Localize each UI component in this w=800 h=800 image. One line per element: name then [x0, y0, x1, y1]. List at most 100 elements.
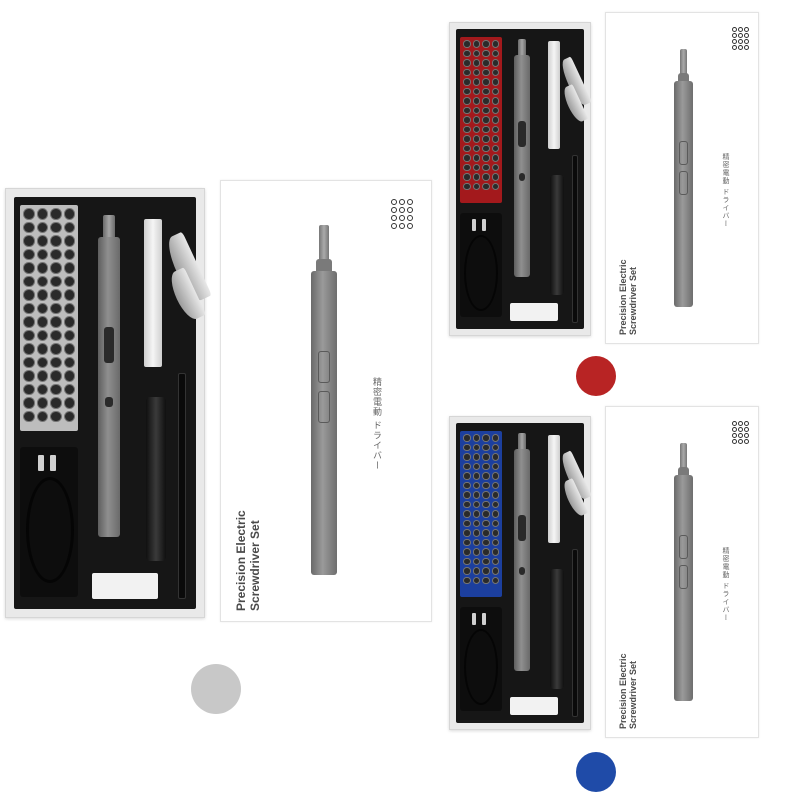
tweezer	[178, 373, 186, 599]
screwdriver-bit	[23, 302, 35, 314]
screwdriver-bit	[472, 144, 480, 152]
screwdriver-bit	[472, 576, 480, 584]
screwdriver-bit	[472, 87, 480, 95]
feature-icons	[732, 27, 749, 50]
screwdriver-bit	[50, 397, 62, 409]
japanese-label: 精密電動 ドライバー	[720, 153, 730, 228]
screwdriver-bit	[23, 235, 35, 247]
screwdriver-bit	[491, 548, 499, 556]
screwdriver-bit	[63, 397, 75, 409]
electric-screwdriver	[514, 449, 530, 671]
bit-holder	[20, 205, 78, 431]
screwdriver-bit	[23, 221, 35, 233]
screwdriver-bit	[463, 173, 471, 181]
cable-plug	[482, 219, 486, 231]
japanese-label: 精密電動 ドライバー	[371, 377, 384, 471]
magnetizer-block	[510, 697, 558, 715]
lid-screwdriver-tip	[680, 49, 687, 75]
screwdriver-bit	[23, 370, 35, 382]
screwdriver-bit	[482, 538, 490, 546]
screwdriver-bit	[482, 519, 490, 527]
screwdriver-bit	[491, 491, 499, 499]
extension-rod	[550, 175, 564, 295]
screwdriver-bit	[491, 434, 499, 442]
screwdriver-bit	[482, 68, 490, 76]
screwdriver-bit	[482, 510, 490, 518]
screwdriver-bit	[472, 135, 480, 143]
screwdriver-bit	[491, 538, 499, 546]
screwdriver-bit	[472, 462, 480, 470]
screwdriver-bit	[491, 59, 499, 67]
screwdriver-bit	[23, 397, 35, 409]
tweezer	[572, 549, 578, 717]
cable-compartment	[460, 607, 502, 711]
screwdriver-bit	[463, 462, 471, 470]
screwdriver-bit	[491, 443, 499, 451]
extension-rod	[146, 397, 166, 561]
product-title-line-2: Screwdriver Set	[247, 520, 262, 611]
screwdriver-bit	[63, 289, 75, 301]
screwdriver-bit	[491, 154, 499, 162]
cable-plug	[482, 613, 486, 625]
screwdriver-bit	[50, 262, 62, 274]
tray-insert	[14, 197, 212, 609]
screwdriver-bit	[491, 462, 499, 470]
screwdriver-bit	[463, 548, 471, 556]
direction-button	[105, 397, 113, 407]
screwdriver-bit	[50, 356, 62, 368]
tray-insert	[456, 29, 592, 329]
screwdriver-bit	[482, 529, 490, 537]
japanese-label-line-2: ドライバー	[722, 581, 729, 622]
screwdriver-bit	[472, 538, 480, 546]
lid-screwdriver-tip	[319, 225, 329, 261]
screwdriver-bit	[463, 500, 471, 508]
screwdriver-bit	[23, 208, 35, 220]
screwdriver-bit	[472, 78, 480, 86]
color-swatch-silver[interactable]	[191, 664, 241, 714]
tray-insert	[456, 423, 592, 723]
screwdriver-bit	[482, 434, 490, 442]
lid-button-slot	[679, 141, 688, 165]
screwdriver-bit	[50, 289, 62, 301]
screwdriver-bit	[491, 68, 499, 76]
screwdriver-bit	[36, 302, 48, 314]
product-title-line-2: Screwdriver Set	[628, 266, 639, 335]
screwdriver-bit	[482, 163, 490, 171]
usb-cable	[464, 235, 498, 311]
screwdriver-bit	[63, 343, 75, 355]
screwdriver-bit	[472, 443, 480, 451]
screwdriver-bit	[23, 316, 35, 328]
screwdriver-bit	[472, 116, 480, 124]
japanese-label: 精密電動 ドライバー	[720, 547, 730, 622]
color-swatch-blue[interactable]	[576, 752, 616, 792]
screwdriver-bit	[463, 472, 471, 480]
screwdriver-bit	[482, 125, 490, 133]
magnetizer-block	[510, 303, 558, 321]
screwdriver-bit	[50, 248, 62, 260]
cable-compartment	[460, 213, 502, 317]
screwdriver-bit	[491, 472, 499, 480]
feature-icons	[391, 199, 413, 229]
screwdriver-bit	[491, 97, 499, 105]
screwdriver-bit	[23, 289, 35, 301]
screwdriver-bit	[50, 383, 62, 395]
screwdriver-bit	[50, 275, 62, 287]
japanese-label-line-1: 精密電動	[722, 153, 729, 185]
japanese-label-line-1: 精密電動	[372, 377, 382, 417]
screwdriver-bit	[36, 329, 48, 341]
screwdriver-bit	[491, 481, 499, 489]
screwdriver-bit	[491, 87, 499, 95]
screwdriver-bit	[63, 370, 75, 382]
electric-screwdriver	[514, 55, 530, 277]
screwdriver-bit	[36, 289, 48, 301]
box-lid: 精密電動 ドライバー Precision Electric Screwdrive…	[220, 180, 432, 622]
screwdriver-bit	[482, 443, 490, 451]
color-swatch-red[interactable]	[576, 356, 616, 396]
screwdriver-bit	[472, 97, 480, 105]
screwdriver-bit	[23, 356, 35, 368]
tray-red	[449, 22, 592, 336]
screwdriver-bit	[463, 106, 471, 114]
product-title-line-2: Screwdriver Set	[628, 660, 639, 729]
screwdriver-bit	[482, 557, 490, 565]
screwdriver-bit	[463, 144, 471, 152]
